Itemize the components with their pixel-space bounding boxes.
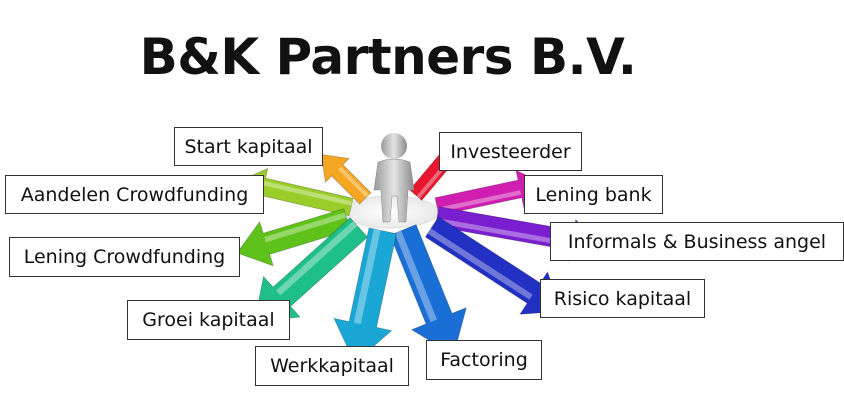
arrow-highlight (437, 190, 522, 213)
arrow-highlight (353, 228, 381, 325)
arrow-highlight (264, 212, 347, 243)
label-start-kapitaal: Start kapitaal (174, 127, 323, 166)
page-title: B&K Partners B.V. (139, 28, 637, 86)
arrow-factoring (389, 224, 467, 356)
arrow-start-kapitaal (320, 154, 372, 205)
label-werkkapitaal: Werkkapitaal (255, 346, 409, 386)
arrow-highlight (394, 230, 438, 323)
label-aandelen-crowdfunding: Aandelen Crowdfunding (5, 175, 264, 214)
arrow-highlight (276, 221, 358, 296)
label-lening-bank: Lening bank (524, 175, 663, 214)
label-factoring: Factoring (426, 340, 542, 380)
arrow-highlight (338, 166, 369, 198)
label-lening-crowdfunding: Lening Crowdfunding (9, 237, 240, 277)
arrow-highlight (263, 181, 353, 206)
label-risico-kapitaal: Risico kapitaal (540, 279, 705, 318)
person-icon (373, 133, 415, 223)
arrow-highlight (427, 228, 533, 300)
label-informals-business-angel: Informals & Business angel (550, 222, 844, 261)
label-groei-kapitaal: Groei kapitaal (127, 300, 290, 340)
label-investeerder: Investeerder (439, 132, 582, 171)
arrow-highlight (436, 218, 572, 247)
